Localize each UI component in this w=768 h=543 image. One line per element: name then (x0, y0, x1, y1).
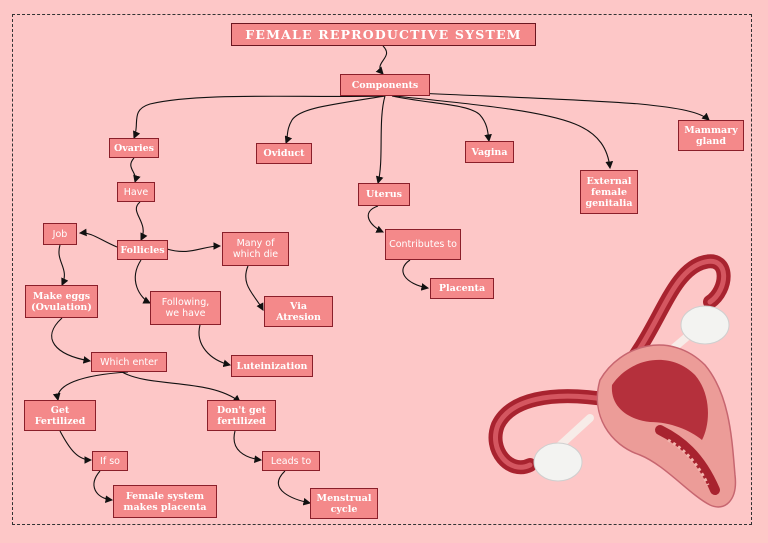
node-via-atresion: Via Atresion (264, 296, 333, 327)
node-follicles: Follicles (117, 240, 168, 260)
node-contributes-to: Contributes to (385, 229, 461, 260)
link-components-ovaries (133, 95, 386, 140)
link-uterus-contributes (367, 205, 384, 233)
node-menstrual-cycle: Menstrual cycle (310, 488, 378, 519)
node-mammary-gland: Mammary gland (678, 120, 744, 151)
node-vagina: Vagina (465, 141, 514, 163)
link-components-mammary (395, 91, 710, 121)
link-job-makeeggs (58, 244, 69, 286)
node-female-system-makes-placenta: Female system makes placenta (113, 485, 217, 518)
page-title: FEMALE REPRODUCTIVE SYSTEM (231, 23, 536, 46)
link-have-follicles (135, 201, 148, 241)
node-ovaries: Ovaries (109, 138, 159, 158)
link-whichenter-dontget (121, 371, 241, 403)
node-make-eggs: Make eggs (Ovulation) (25, 285, 98, 318)
node-have: Have (117, 182, 155, 202)
link-makeeggs-whichenter (51, 317, 92, 364)
link-ovaries-have (130, 157, 141, 184)
node-job: Job (43, 223, 77, 245)
node-leads-to: Leads to (262, 451, 320, 471)
node-placenta: Placenta (430, 278, 494, 299)
link-ifso-femalemakes (93, 470, 114, 504)
node-many-of-which-die: Many of which die (222, 232, 289, 266)
link-follicles-following (134, 259, 151, 304)
node-luteinization: Luteinization (231, 355, 313, 377)
link-components-external (394, 95, 614, 170)
uterus-illustration (488, 254, 737, 508)
link-contributes-placenta (402, 259, 430, 291)
link-leadsto-menstrual (277, 470, 312, 506)
link-following-luteinization (198, 324, 232, 368)
node-dont-get-fertilized: Don't get fertilized (207, 400, 276, 431)
node-following-we-have: Following, we have (150, 291, 221, 325)
link-follicles-many (166, 242, 222, 253)
link-title-components (375, 45, 388, 75)
node-oviduct: Oviduct (256, 143, 312, 164)
link-many-via (245, 265, 264, 311)
node-if-so: If so (92, 451, 128, 471)
node-components: Components (340, 74, 430, 96)
link-dontget-leadsto (233, 430, 263, 463)
node-which-enter: Which enter (91, 352, 167, 372)
link-whichenter-get (52, 371, 129, 402)
link-follicles-job (78, 228, 118, 248)
link-components-vagina (391, 95, 492, 143)
link-components-oviduct (284, 95, 386, 145)
link-get-ifso (59, 430, 93, 464)
node-uterus: Uterus (358, 183, 410, 206)
link-components-uterus (375, 95, 386, 185)
node-external-genitalia: External female genitalia (580, 170, 638, 214)
page-frame (12, 14, 752, 525)
node-get-fertilized: Get Fertilized (24, 400, 96, 431)
